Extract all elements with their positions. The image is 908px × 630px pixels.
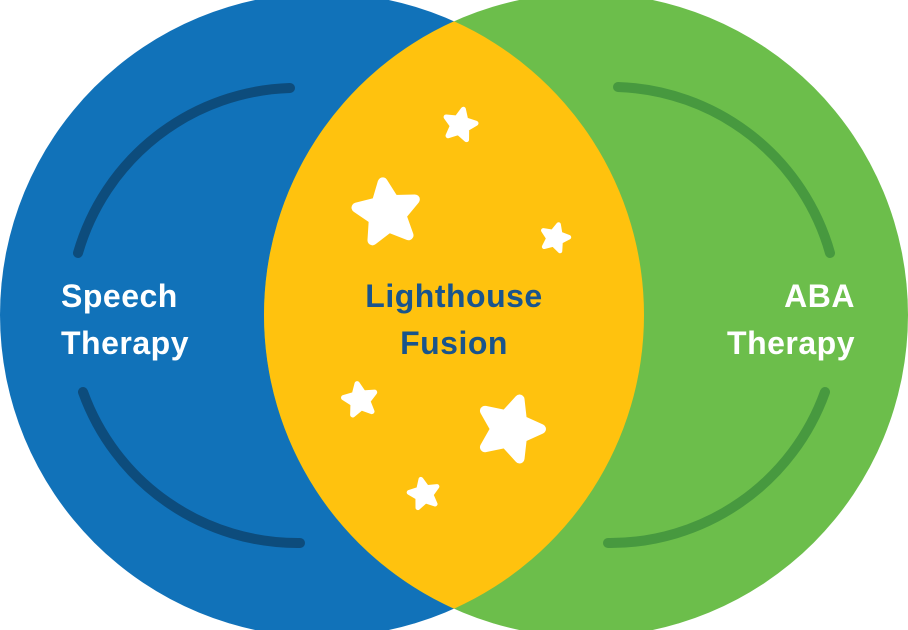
aba-circle-inner-arc-top: [613, 82, 835, 258]
star-icon: [443, 106, 479, 143]
aba-therapy-label-line2: Therapy: [727, 325, 855, 361]
intersection-stars: [341, 106, 572, 511]
star-icon: [479, 394, 546, 464]
aba-therapy-label-line1: ABA: [784, 278, 855, 314]
speech-therapy-label-line2: Therapy: [61, 325, 189, 361]
star-icon: [351, 177, 420, 246]
star-icon: [406, 476, 440, 511]
lighthouse-fusion-label-line1: Lighthouse: [365, 278, 542, 314]
speech-therapy-label-line1: Speech: [61, 278, 178, 314]
intersection-lens: [264, 21, 644, 609]
lighthouse-fusion-label-line2: Fusion: [400, 325, 508, 361]
aba-circle-inner-arc-bottom: [603, 387, 830, 549]
speech-circle-inner-arc-top: [73, 83, 295, 258]
speech-circle-inner-arc-bottom: [78, 387, 305, 549]
star-icon: [541, 222, 572, 254]
star-icon: [341, 381, 378, 418]
